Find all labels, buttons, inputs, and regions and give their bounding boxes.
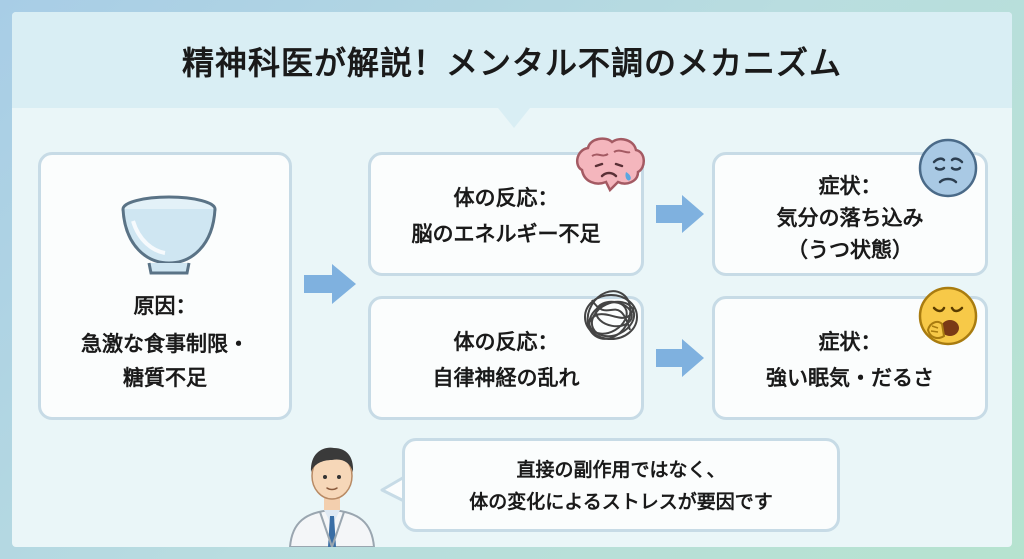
bowl-icon	[121, 195, 217, 275]
yawning-face-icon	[918, 286, 978, 346]
sad-brain-icon	[575, 137, 645, 193]
speech-bubble-tail	[380, 474, 407, 504]
page-title: 精神科医が解説！メンタル不調のメカニズム	[181, 44, 842, 82]
reaction-2-label: 体の反応：	[453, 330, 559, 354]
sad-face-icon	[918, 138, 978, 198]
symptom-2-text: 強い眠気・だるさ	[766, 366, 934, 390]
doctor-avatar	[288, 447, 376, 547]
doctor-comment-line-1: 直接の副作用ではなく、	[516, 459, 726, 481]
cause-label: 原因：	[133, 294, 197, 318]
reaction-1-text: 脳のエネルギー不足	[411, 222, 601, 246]
cause-line-2: 糖質不足	[123, 366, 207, 390]
diagram-panel: 精神科医が解説！メンタル不調のメカニズム 原因： 急激な食事制限・ 糖質不足 体…	[12, 12, 1012, 547]
symptom-1-line-1: 気分の落ち込み	[776, 206, 924, 230]
title-banner: 精神科医が解説！メンタル不調のメカニズム	[12, 12, 1012, 108]
doctor-comment-line-2: 体の変化によるストレスが要因です	[469, 491, 773, 513]
doctor-speech-bubble: 直接の副作用ではなく、 体の変化によるストレスが要因です	[402, 438, 840, 532]
cause-line-1: 急激な食事制限・	[81, 332, 249, 356]
tangled-lines-icon	[584, 290, 638, 340]
symptom-1-line-2: （うつ状態）	[787, 238, 913, 262]
reaction-1-label: 体の反応：	[453, 186, 559, 210]
symptom-2-label: 症状：	[818, 330, 882, 354]
arrow-right-icon	[656, 195, 704, 233]
arrow-right-icon	[304, 264, 356, 304]
title-banner-pointer	[498, 108, 530, 128]
symptom-1-label: 症状：	[818, 174, 882, 198]
reaction-2-text: 自律神経の乱れ	[432, 366, 580, 390]
cause-box: 原因： 急激な食事制限・ 糖質不足	[38, 152, 292, 420]
arrow-right-icon	[656, 339, 704, 377]
